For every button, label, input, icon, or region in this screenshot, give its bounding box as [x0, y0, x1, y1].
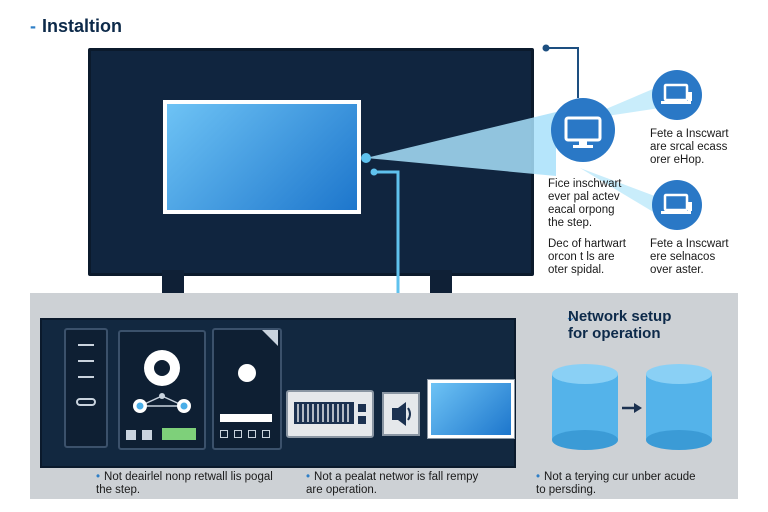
title-text: Instaltion [42, 16, 122, 36]
caption-2: •Not a pealat networ is fall rempy are o… [306, 471, 478, 497]
speaker-box [382, 392, 420, 436]
amplifier-corner [262, 330, 278, 346]
computer-node-lower [652, 180, 702, 230]
note-lower-left: Dec of hartwart orcon t ls are oter spid… [548, 238, 626, 276]
tower-button [76, 398, 96, 406]
database-top-left [552, 364, 618, 384]
laptop-icon [661, 83, 692, 104]
amplifier-switch [262, 430, 270, 438]
amplifier-switch [234, 430, 242, 438]
router-panel [118, 330, 206, 450]
amplifier-switch [248, 430, 256, 438]
database-top-right [646, 364, 712, 384]
network-chevron-icon: ⌄ [565, 309, 576, 324]
top-connector [546, 47, 579, 98]
caption-1: •Not deairlel nonp retwall lis pogal the… [96, 471, 273, 497]
caption-1-text: Not deairlel nonp retwall lis pogal the … [96, 471, 273, 496]
database-body-left [552, 374, 618, 440]
caption-3-text: Not a terying cur unber acude to persdin… [536, 471, 696, 496]
tower-slot [78, 376, 94, 378]
bullet-icon: • [306, 471, 311, 483]
network-title: Network setup for operation [568, 308, 672, 342]
database-bottom-left [552, 430, 618, 450]
monitor-screen [163, 100, 361, 214]
page-title: -Instaltion [30, 16, 122, 37]
amplifier-knob [238, 364, 256, 382]
amplifier-slider [220, 414, 272, 422]
router-links-icon [133, 393, 191, 413]
monitor-icon [564, 116, 602, 148]
bullet-icon: • [96, 471, 101, 483]
server-tower [64, 328, 108, 448]
router-port [142, 430, 152, 440]
switch-ports-icon [294, 402, 366, 424]
screen-port-dot [361, 153, 371, 163]
bullet-icon: • [536, 471, 541, 483]
cable-start-dot [370, 168, 378, 176]
beam-to-computer [366, 112, 556, 176]
note-middle-left: Fice inschwart ever pal actev eacal orpo… [548, 178, 622, 229]
computer-node-main [551, 98, 615, 162]
note-top-right: Fete a Inscwart are srcal ecass orer eHo… [650, 128, 729, 166]
amplifier-panel [212, 328, 282, 450]
tower-slot [78, 360, 94, 362]
router-dial-center [154, 360, 170, 376]
monitor-leg-right [430, 270, 452, 300]
caption-3: •Not a terying cur unber acude to persdi… [536, 471, 696, 497]
database-body-right [646, 374, 712, 440]
database-arrow-head [634, 403, 642, 413]
speaker-icon [392, 402, 411, 426]
note-middle-right: Fete a Inscwart ere selnacos over aster. [650, 238, 729, 276]
laptop-icon [661, 193, 692, 214]
network-switch [286, 390, 374, 438]
router-led-bar [162, 428, 196, 440]
amplifier-switch [220, 430, 228, 438]
database-bottom-right [646, 430, 712, 450]
beam-lower-right [580, 168, 660, 216]
caption-2-text: Not a pealat networ is fall rempy are op… [306, 471, 479, 496]
monitor-leg-left [162, 270, 184, 300]
tower-slot [78, 344, 94, 346]
database-diagram [552, 364, 712, 450]
laptop-display [427, 379, 515, 439]
top-connector-dot [542, 44, 550, 52]
computer-node-upper [652, 70, 702, 120]
title-dash: - [30, 16, 36, 36]
router-port [126, 430, 136, 440]
